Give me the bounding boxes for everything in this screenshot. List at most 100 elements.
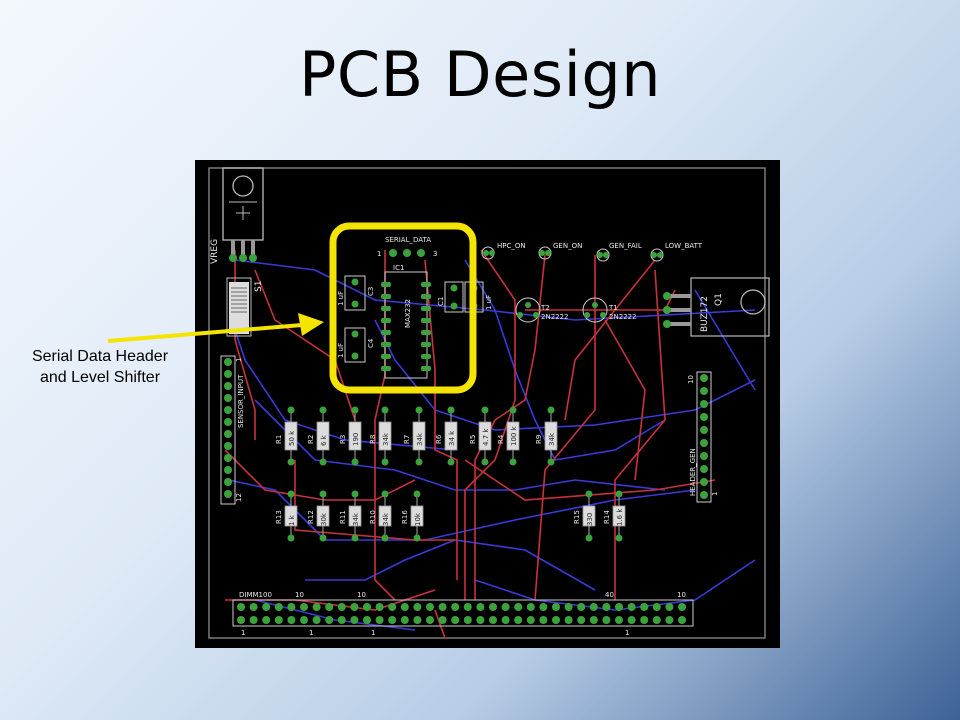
q1-buz172: BUZ172 Q1 xyxy=(663,277,770,337)
header-gen: HEADER_GEN 10 1 xyxy=(687,371,719,503)
resistor-ref: R15 xyxy=(573,510,581,524)
resistor-ref: R16 xyxy=(401,510,409,524)
svg-text:C3: C3 xyxy=(367,287,375,296)
resistor-r1: 50 k R1 xyxy=(275,406,298,466)
board-outline xyxy=(208,167,766,639)
serial-pin-1: 1 xyxy=(377,250,381,258)
t2-transistor: T2 2N2222 xyxy=(515,297,569,323)
resistor-value: 1 k xyxy=(288,514,296,526)
svg-text:1: 1 xyxy=(625,629,629,637)
led-row: HPC_ON GEN_ON GEN_FAIL LOW_BATT xyxy=(481,242,703,262)
resistor-r2: 6 kR2 xyxy=(307,406,330,466)
svg-text:10: 10 xyxy=(687,375,695,384)
max232-label: MAX232 xyxy=(404,299,412,328)
pcb-layout-image: VREG S1 SENSOR_IN xyxy=(195,160,780,648)
svg-text:10: 10 xyxy=(295,591,304,599)
led-gen-fail-label: GEN_FAIL xyxy=(609,242,642,250)
svg-text:1: 1 xyxy=(371,629,375,637)
resistor-value: 50 k xyxy=(288,430,296,446)
resistor-r6: 34 k R6 xyxy=(435,406,458,466)
resistor-r16: 10k R16 xyxy=(401,490,424,542)
s1-label: S1 xyxy=(254,281,264,292)
resistor-ref: R7 xyxy=(403,435,411,444)
resistor-value: 330 xyxy=(586,513,594,526)
callout-line-1: Serial Data Header xyxy=(31,348,169,365)
resistor-value: 30k xyxy=(320,512,328,526)
resistor-r4: 100 k R4 xyxy=(497,406,520,466)
svg-text:40: 40 xyxy=(605,591,614,599)
resistor-ref: R9 xyxy=(535,435,543,444)
svg-text:1: 1 xyxy=(241,629,245,637)
serial-pin-3: 3 xyxy=(433,250,437,258)
resistor-r12: 30k R12 xyxy=(307,490,330,542)
led-gen-on-label: GEN_ON xyxy=(553,242,582,250)
resistor-ref: R11 xyxy=(339,510,347,524)
svg-text:T2: T2 xyxy=(540,304,550,312)
led-low-batt-label: LOW_BATT xyxy=(665,242,703,250)
resistor-r13: 1 k R13 xyxy=(275,490,298,542)
resistor-ref: R5 xyxy=(469,435,477,444)
resistor-value: 34k xyxy=(382,512,390,526)
dimm100-connector: DIMM100 10 10 40 10 1 1 1 1 xyxy=(232,591,694,637)
sensor-pin-1: 1 xyxy=(235,358,243,362)
resistor-value: 190 xyxy=(352,433,360,446)
svg-text:10: 10 xyxy=(357,591,366,599)
q1-label: Q1 xyxy=(714,293,724,306)
resistor-ref: R8 xyxy=(369,435,377,444)
sensor-input-label: SENSOR_INPUT xyxy=(237,374,245,428)
pcb-background xyxy=(195,160,780,648)
t1-transistor: T1 2N2222 xyxy=(582,297,637,323)
svg-text:1 uF: 1 uF xyxy=(485,295,493,310)
resistor-r7: 34k R7 xyxy=(403,406,426,466)
resistor-value: 34k xyxy=(382,432,390,446)
resistor-r5: 4.7 k R5 xyxy=(469,406,492,466)
sensor-pin-12: 12 xyxy=(235,493,243,502)
svg-text:C1: C1 xyxy=(437,297,445,306)
resistor-value: 34k xyxy=(352,512,360,526)
s1-switch: S1 xyxy=(226,277,264,337)
led-hpc-on-label: HPC_ON xyxy=(497,242,526,250)
svg-text:2N2222: 2N2222 xyxy=(541,313,569,321)
resistor-ref: R13 xyxy=(275,510,283,524)
resistor-value: 34k xyxy=(548,432,556,446)
sensor-input-header: SENSOR_INPUT 1 12 xyxy=(220,355,245,505)
slide-title: PCB Design xyxy=(299,38,661,111)
resistor-ref: R6 xyxy=(435,434,443,444)
resistor-value: 1.6 k xyxy=(616,508,624,526)
resistor-r8: 34k R8 xyxy=(369,406,392,466)
callout-text: Serial Data Header and Level Shifter xyxy=(10,346,190,388)
svg-text:2N2222: 2N2222 xyxy=(609,313,637,321)
resistor-value: 10k xyxy=(414,512,422,526)
svg-text:1: 1 xyxy=(309,629,313,637)
resistor-ref: R3 xyxy=(339,435,347,444)
resistor-value: 6 k xyxy=(320,434,328,446)
resistor-r9: 34k R9 xyxy=(535,406,558,466)
resistor-ref: R14 xyxy=(603,510,611,524)
vreg-component: VREG xyxy=(210,167,264,264)
svg-text:1 uF: 1 uF xyxy=(337,291,345,306)
resistor-ref: R4 xyxy=(497,434,505,444)
resistor-ref: R12 xyxy=(307,510,315,524)
resistor-value: 100 k xyxy=(510,425,518,446)
callout-line-2: and Level Shifter xyxy=(39,369,161,386)
header-gen-label: HEADER_GEN xyxy=(689,448,697,496)
resistor-value: 4.7 k xyxy=(482,428,490,446)
resistor-ref: R1 xyxy=(275,435,283,444)
resistor-r14: 1.6 k R14 xyxy=(603,490,626,542)
resistor-value: 34 k xyxy=(448,430,456,446)
resistor-value: 34k xyxy=(416,432,424,446)
svg-text:C4: C4 xyxy=(367,338,375,348)
svg-text:T1: T1 xyxy=(608,304,618,312)
svg-text:1: 1 xyxy=(711,492,719,496)
ic1-label: IC1 xyxy=(393,264,404,272)
resistor-row-1: 50 k R1 6 kR2 190 R3 34k R8 34k R7 34 k R6 4.7 k R5 1… xyxy=(275,406,558,466)
dimm100-label: DIMM100 xyxy=(239,591,272,599)
svg-text:1 uF: 1 uF xyxy=(337,343,345,358)
serial-data-label: SERIAL_DATA xyxy=(385,236,431,244)
resistor-r15: 330 R15 xyxy=(573,490,596,542)
resistor-r3: 190 R3 xyxy=(339,406,362,466)
resistor-r11: 34k R11 xyxy=(339,490,362,542)
